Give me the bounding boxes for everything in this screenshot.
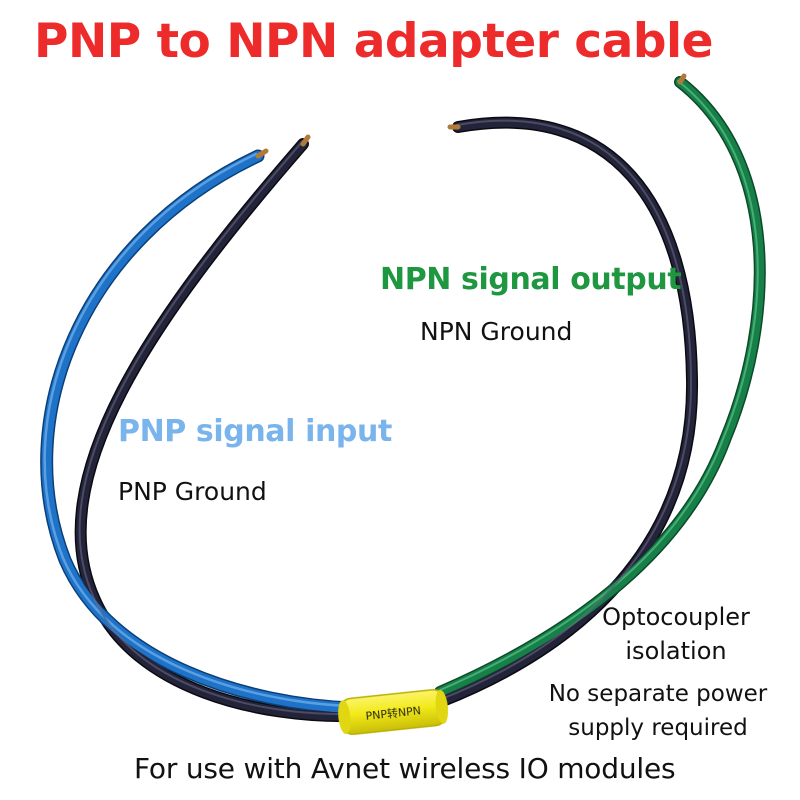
- npn-signal-output-label: NPN signal output: [380, 262, 682, 297]
- optocoupler-line-2: isolation: [625, 637, 727, 665]
- wire-tips: [255, 73, 687, 159]
- optocoupler-note: Optocoupler isolation: [560, 600, 792, 668]
- page-title: PNP to NPN adapter cable: [34, 14, 714, 69]
- power-line-2: supply required: [568, 715, 748, 741]
- npn-ground-label: NPN Ground: [420, 317, 573, 346]
- adapter-marking: PNP转NPN: [365, 703, 422, 723]
- footer-text: For use with Avnet wireless IO modules: [134, 752, 676, 785]
- npn-signal-wire: [435, 77, 765, 697]
- pnp-ground-label: PNP Ground: [118, 477, 267, 506]
- power-note: No separate power supply required: [522, 677, 794, 745]
- optocoupler-line-1: Optocoupler: [602, 603, 750, 631]
- adapter-sleeve: PNP转NPN: [338, 688, 449, 735]
- pnp-signal-input-label: PNP signal input: [118, 414, 392, 449]
- pnp-signal-wire: [41, 151, 357, 713]
- power-line-1: No separate power: [548, 681, 768, 707]
